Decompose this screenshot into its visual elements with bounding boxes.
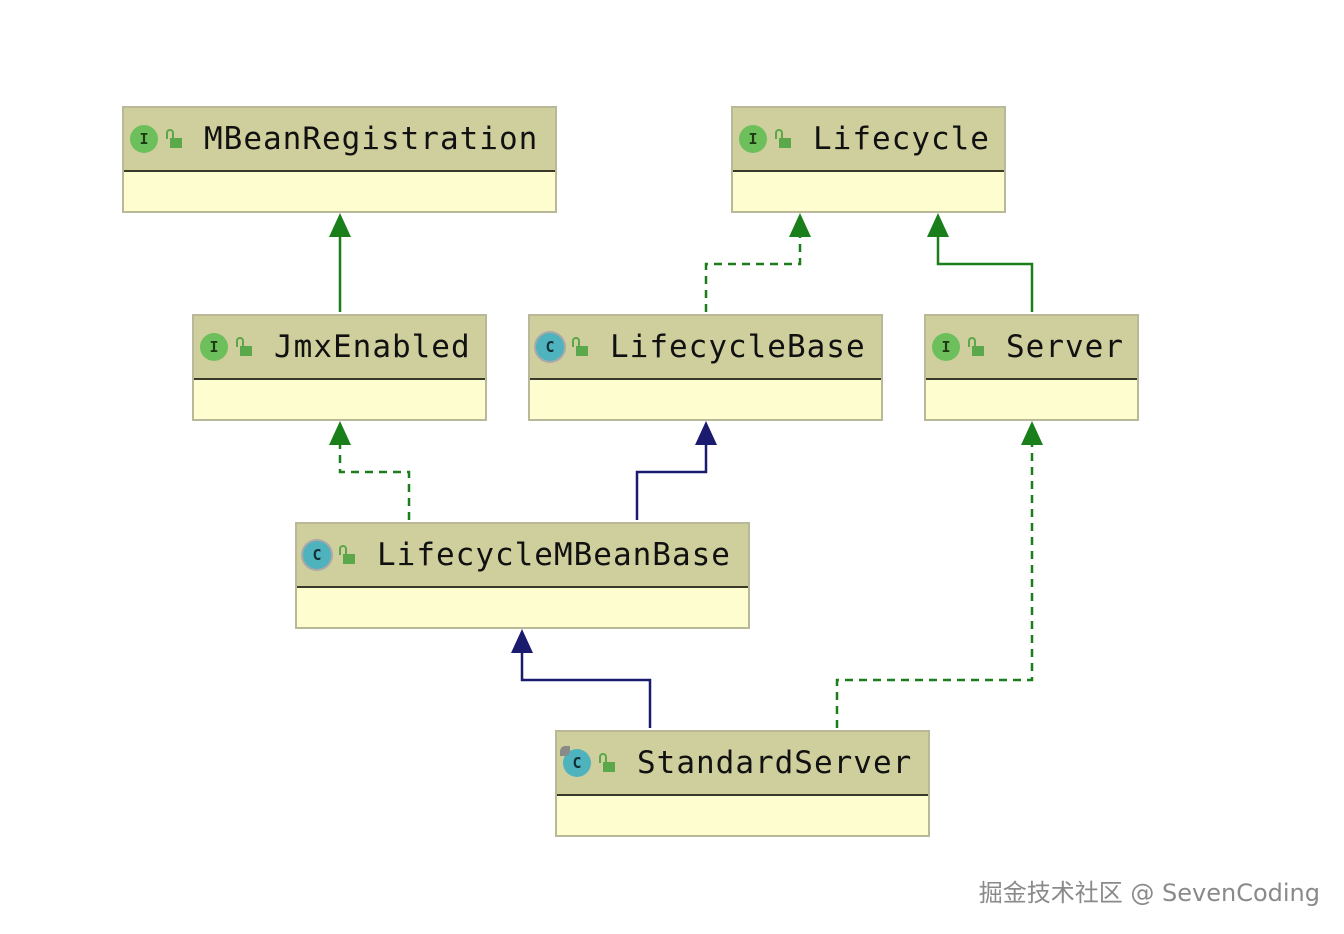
lock-icon bbox=[572, 337, 588, 357]
node-header: C LifecycleBase bbox=[530, 316, 881, 380]
edge-jmxenabled-to-mbeanregistration bbox=[329, 213, 351, 312]
node-header: I Lifecycle bbox=[733, 108, 1004, 172]
watermark: 掘金技术社区 @ SevenCoding bbox=[978, 879, 1320, 907]
abstract-class-icon: C bbox=[536, 333, 564, 361]
edge-standardserver-to-server bbox=[835, 421, 1043, 728]
node-header: C LifecycleMBeanBase bbox=[297, 524, 748, 588]
lock-icon bbox=[775, 129, 791, 149]
lock-icon bbox=[599, 753, 615, 773]
node-title: JmxEnabled bbox=[274, 329, 471, 365]
interface-icon: I bbox=[130, 125, 158, 153]
node-standardserver[interactable]: C StandardServer bbox=[555, 730, 930, 837]
node-title: StandardServer bbox=[637, 745, 913, 781]
edge-lifecyclembeanbase-to-lifecyclebase bbox=[635, 421, 717, 520]
node-title: Server bbox=[1006, 329, 1124, 365]
node-header: I MBeanRegistration bbox=[124, 108, 555, 172]
edge-lifecyclembeanbase-to-jmxenabled bbox=[329, 421, 411, 520]
node-header: I JmxEnabled bbox=[194, 316, 485, 380]
node-lifecyclebase[interactable]: C LifecycleBase bbox=[528, 314, 883, 421]
badge-letter: C bbox=[572, 754, 582, 772]
node-lifecycle[interactable]: I Lifecycle bbox=[731, 106, 1006, 213]
node-title: MBeanRegistration bbox=[204, 121, 539, 157]
interface-icon: I bbox=[739, 125, 767, 153]
node-title: Lifecycle bbox=[813, 121, 990, 157]
runnable-marker-icon bbox=[560, 746, 570, 756]
node-server[interactable]: I Server bbox=[924, 314, 1139, 421]
node-header: I Server bbox=[926, 316, 1137, 380]
lock-icon bbox=[236, 337, 252, 357]
edge-server-to-lifecycle bbox=[927, 213, 1034, 312]
edge-standardserver-to-lifecyclembeanbase bbox=[511, 629, 652, 728]
lock-icon bbox=[339, 545, 355, 565]
node-title: LifecycleBase bbox=[610, 329, 866, 365]
node-title: LifecycleMBeanBase bbox=[377, 537, 731, 573]
node-lifecyclembeanbase[interactable]: C LifecycleMBeanBase bbox=[295, 522, 750, 629]
edge-lifecyclebase-to-lifecycle bbox=[704, 213, 811, 312]
interface-icon: I bbox=[932, 333, 960, 361]
abstract-class-icon: C bbox=[303, 541, 331, 569]
node-mbeanregistration[interactable]: I MBeanRegistration bbox=[122, 106, 557, 213]
lock-icon bbox=[166, 129, 182, 149]
lock-icon bbox=[968, 337, 984, 357]
node-header: C StandardServer bbox=[557, 732, 928, 796]
interface-icon: I bbox=[200, 333, 228, 361]
node-jmxenabled[interactable]: I JmxEnabled bbox=[192, 314, 487, 421]
class-icon: C bbox=[560, 746, 591, 777]
